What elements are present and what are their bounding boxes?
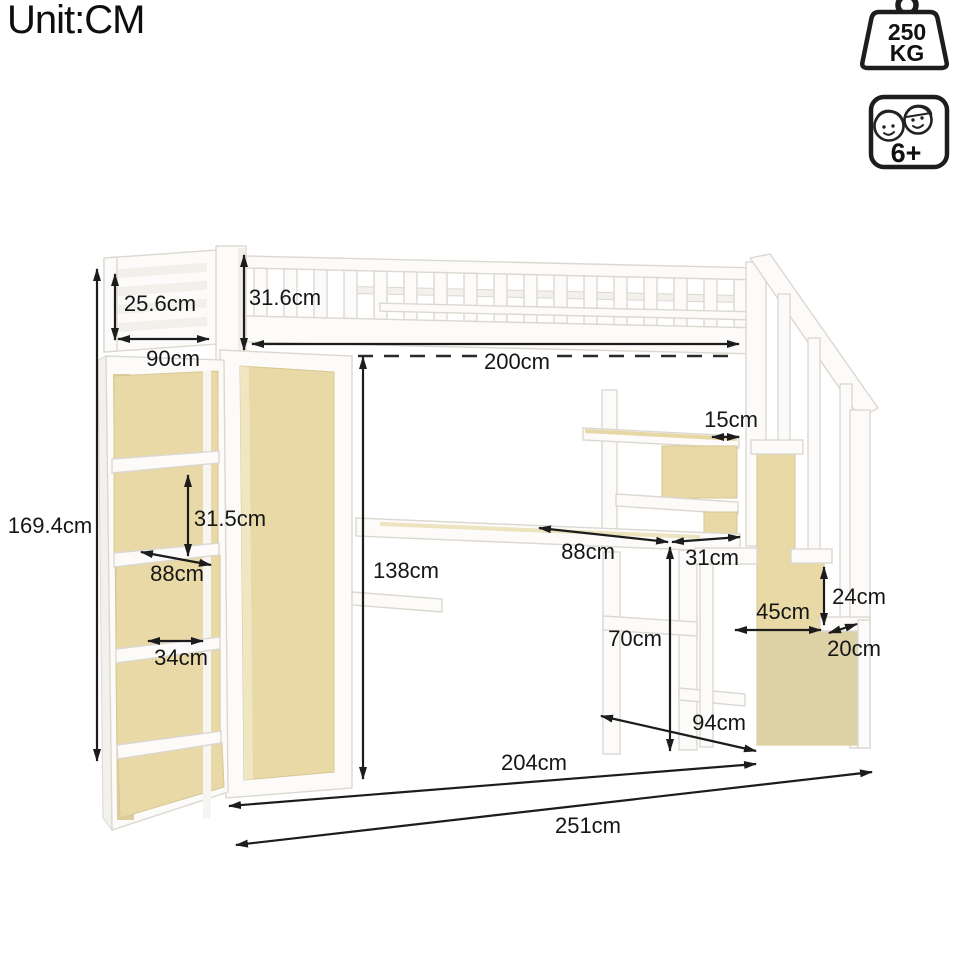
- weight-capacity-badge: 250 KG: [860, 0, 949, 71]
- bookcase: [97, 355, 229, 832]
- dim-label: 251cm: [555, 813, 621, 838]
- hutch-stile: [601, 389, 618, 545]
- dim-label: 15cm: [704, 407, 758, 432]
- dim-shelf-cell-width: 34cm: [147, 637, 208, 670]
- dim-overall-height: 169.4cm: [8, 268, 101, 762]
- shelf-cell: [113, 370, 219, 460]
- hutch-lower-panel: [703, 511, 738, 535]
- bookcase-shelf: [116, 730, 222, 760]
- dim-underbed-clearance: 138cm: [359, 356, 439, 780]
- dim-label: 169.4cm: [8, 513, 92, 538]
- dim-guard-rail-height: 25.6cm: [111, 273, 196, 341]
- dim-hutch-shelf-depth: 15cm: [704, 407, 758, 441]
- dim-step-height: 24cm: [820, 566, 886, 626]
- stair-landing: [694, 547, 758, 565]
- weight-capacity-icon: [860, 9, 949, 71]
- stair-tread-mid: [790, 548, 833, 564]
- stair-tread-top: [750, 439, 804, 455]
- dim-label: 31.5cm: [194, 506, 266, 531]
- bed-guard-rail: [245, 255, 759, 355]
- guard-rail-slats: [253, 267, 748, 329]
- dim-label: 90cm: [146, 346, 200, 371]
- age-label: 6+: [891, 138, 922, 168]
- dim-label: 24cm: [832, 584, 886, 609]
- weight-value: 250: [888, 19, 926, 45]
- age-recommendation-badge: 6+: [868, 94, 950, 170]
- underbed-support-beam: [351, 591, 443, 613]
- stair-baluster: [777, 293, 791, 455]
- dim-shelf-cell-height: 31.5cm: [184, 474, 266, 557]
- hutch-shelf-top: [585, 429, 737, 441]
- bookcase-divider: [203, 371, 211, 819]
- dim-bed-depth: 90cm: [117, 335, 210, 371]
- dim-desk-length: 88cm: [538, 525, 669, 564]
- stair-baluster: [807, 337, 821, 563]
- dim-label: 45cm: [756, 599, 810, 624]
- dim-label: 94cm: [692, 710, 746, 735]
- bookcase-shelf: [111, 450, 220, 474]
- bed-head-rail-panel: [103, 249, 219, 353]
- dim-label: 31.6cm: [249, 285, 321, 310]
- wardrobe-door-highlight: [240, 366, 253, 780]
- dim-stair-storage-width: 45cm: [734, 599, 822, 634]
- unit-label: Unit:CM: [7, 0, 144, 42]
- hutch-back-panel: [661, 445, 738, 499]
- two-children-icon: [873, 104, 933, 142]
- dim-label: 70cm: [608, 626, 662, 651]
- dim-label: 200cm: [484, 349, 550, 374]
- dim-label: 88cm: [150, 561, 204, 586]
- weight-unit: KG: [890, 40, 925, 66]
- stair-bottom-panel: [758, 630, 861, 744]
- dim-step-depth: 20cm: [827, 622, 881, 661]
- dim-label: 34cm: [154, 645, 208, 670]
- dim-label: 25.6cm: [124, 291, 196, 316]
- head-panel-gap: [117, 316, 207, 333]
- dim-bed-length: 200cm: [251, 340, 740, 374]
- desk-leg-left: [602, 551, 621, 755]
- dim-label: 88cm: [561, 539, 615, 564]
- dim-rail-total-height: 31.6cm: [240, 254, 321, 351]
- dim-label: 204cm: [501, 750, 567, 775]
- dim-label: 138cm: [373, 558, 439, 583]
- head-panel-gap: [117, 298, 207, 315]
- dim-bookcase-width: 88cm: [140, 550, 212, 586]
- head-panel-gap: [117, 262, 207, 279]
- head-panel-gap: [117, 280, 207, 297]
- wardrobe-door-panel: [239, 365, 335, 781]
- dim-label: 20cm: [827, 636, 881, 661]
- hutch-mid-rail: [615, 493, 739, 515]
- dim-desk-return-width: 31cm: [671, 533, 741, 570]
- stair-side-edge: [857, 619, 871, 749]
- dim-label: 31cm: [685, 545, 739, 570]
- dim-overall-length: 251cm: [235, 769, 873, 848]
- wardrobe: [219, 349, 353, 799]
- dim-stair-footprint-depth: 94cm: [600, 710, 757, 753]
